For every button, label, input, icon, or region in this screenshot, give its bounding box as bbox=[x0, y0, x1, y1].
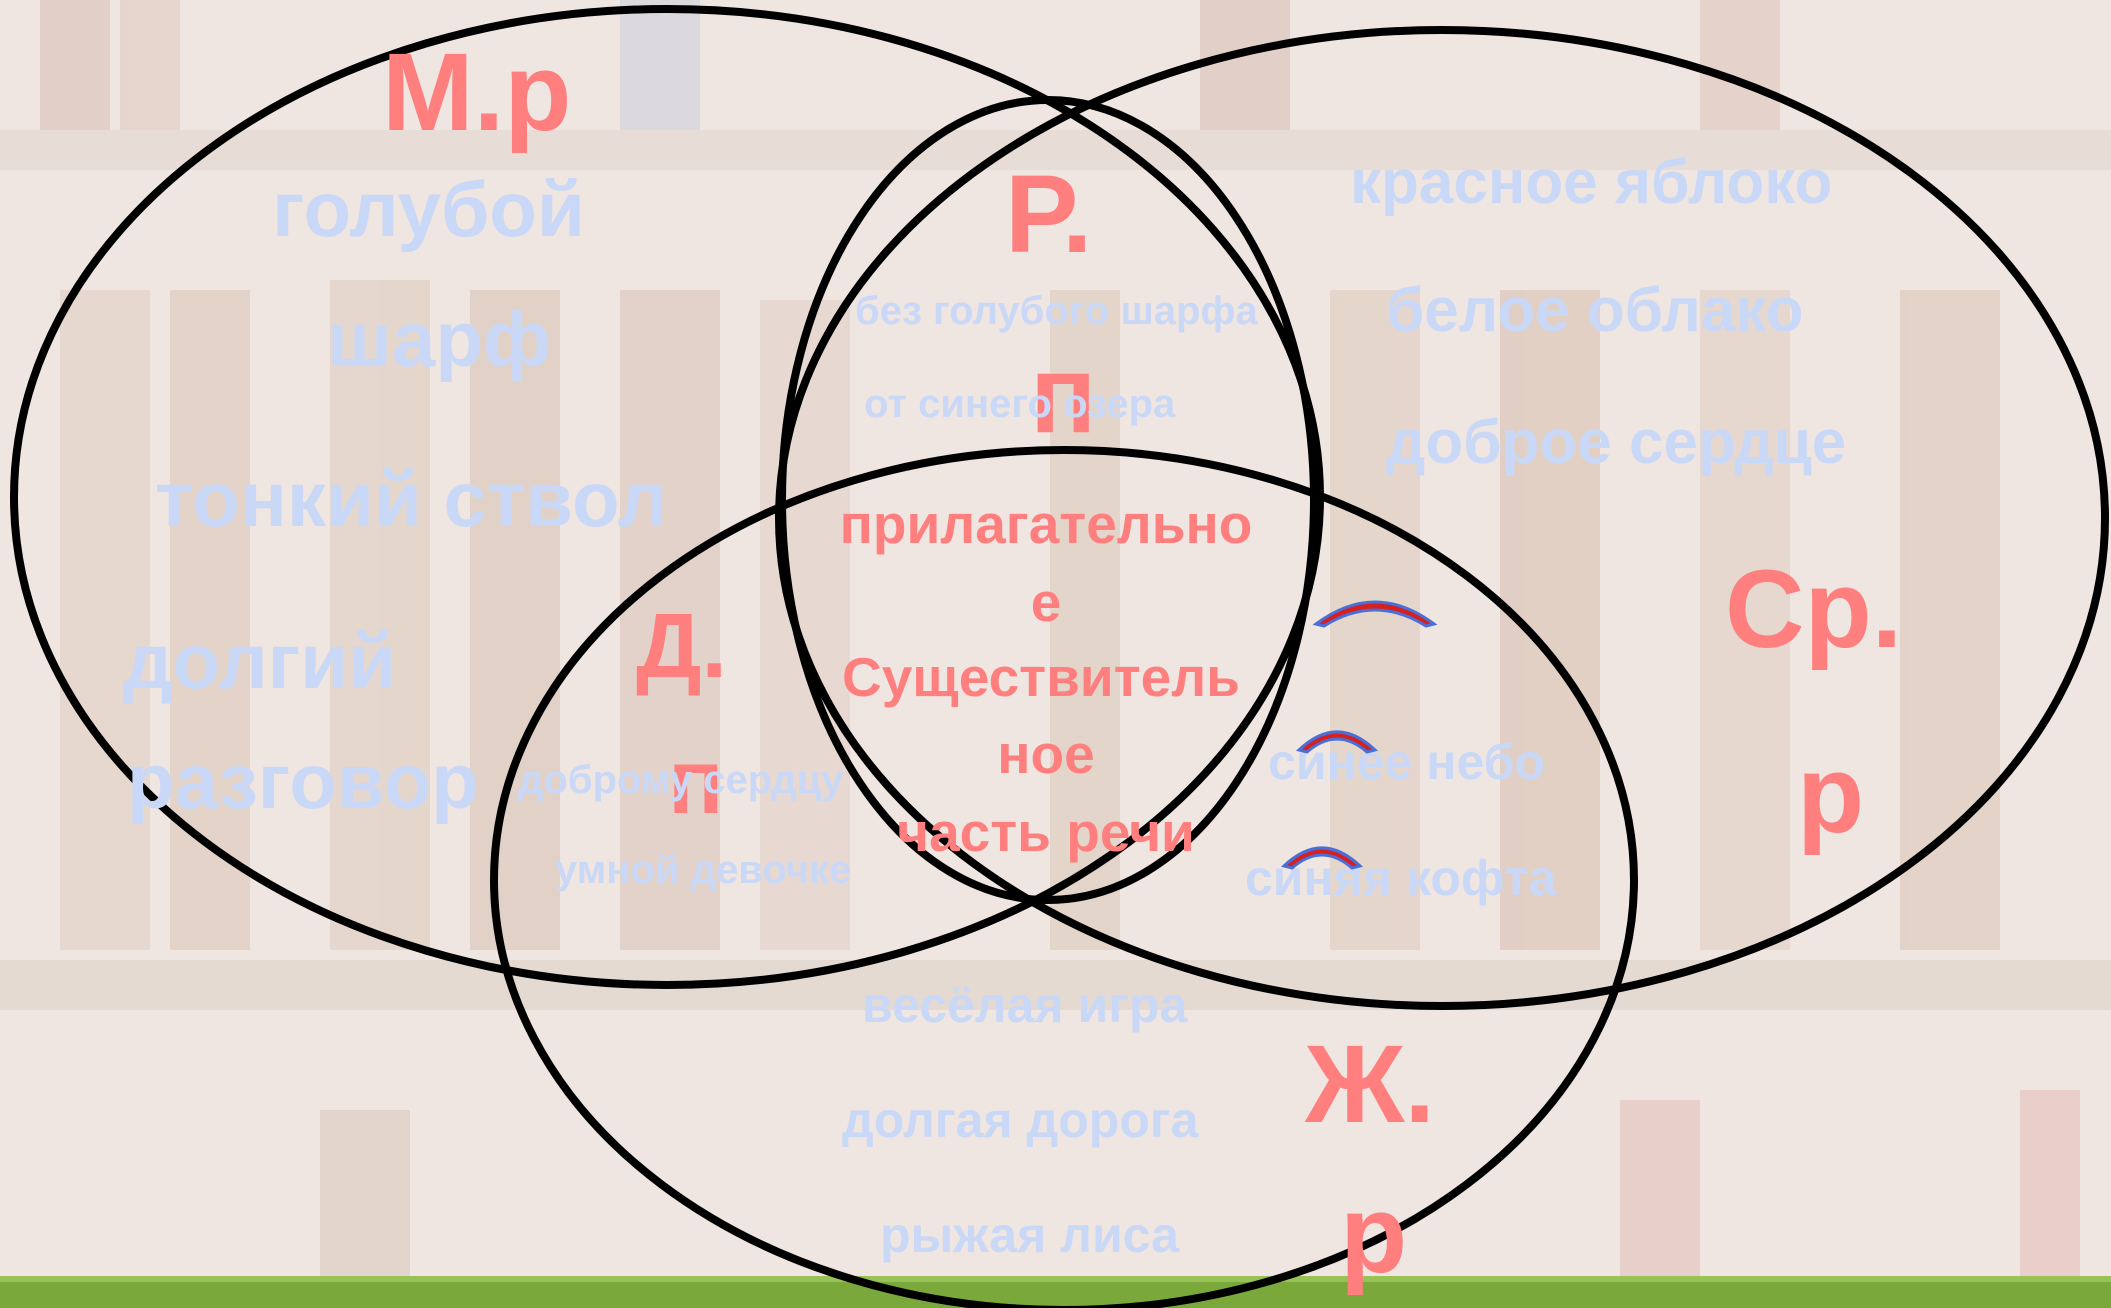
phrase-neuter-3: доброе сердце bbox=[1386, 408, 1847, 477]
phrase-neuter-2: белое облако bbox=[1386, 276, 1804, 345]
phrase-feminine-3: рыжая лиса bbox=[880, 1207, 1179, 1263]
phrase-masculine-2: шарф bbox=[327, 295, 552, 383]
label-dative-1: Д. bbox=[636, 595, 728, 697]
phrase-masculine-3: тонкий ствол bbox=[155, 455, 668, 543]
label-neuter-2: р bbox=[1797, 733, 1865, 856]
phrase-genitive-2: от синего озера bbox=[864, 382, 1176, 426]
label-dative-2: п bbox=[668, 731, 724, 833]
center-word-1: прилагательно bbox=[839, 493, 1253, 555]
center-word-5: часть речи bbox=[897, 801, 1195, 863]
label-genitive-1: Р. bbox=[1005, 153, 1093, 276]
label-neuter-1: Ср. bbox=[1725, 548, 1903, 671]
center-word-2: е bbox=[1030, 571, 1062, 633]
label-feminine-1: Ж. bbox=[1305, 1023, 1435, 1146]
phrase-feminine-2: долгая дорога bbox=[842, 1092, 1199, 1148]
phrase-masculine-4: долгий bbox=[123, 617, 397, 705]
label-genitive-2: п bbox=[1030, 333, 1097, 456]
arc-mark-2 bbox=[1295, 730, 1379, 754]
phrase-masculine-1: голубой bbox=[272, 165, 585, 253]
phrase-masculine-5: разговор bbox=[127, 737, 480, 825]
arc-mark-3 bbox=[1280, 846, 1364, 870]
phrase-neuter-1: красное яблоко bbox=[1350, 148, 1833, 217]
phrase-feminine-1: весёлая игра bbox=[862, 977, 1188, 1033]
label-masculine: М.р bbox=[382, 31, 572, 154]
arc-mark-1 bbox=[1312, 600, 1438, 628]
circle-feminine bbox=[490, 446, 1638, 1308]
phrase-dative-1: доброму сердцу bbox=[518, 758, 844, 802]
phrase-genitive-1: без голубого шарфа bbox=[855, 289, 1258, 333]
center-word-4: ное bbox=[997, 723, 1095, 785]
circle-genitive bbox=[778, 96, 1318, 904]
phrase-dative-2: умной девочке bbox=[555, 848, 852, 892]
center-word-3: Существитель bbox=[842, 646, 1240, 708]
label-feminine-2: р bbox=[1340, 1173, 1408, 1296]
